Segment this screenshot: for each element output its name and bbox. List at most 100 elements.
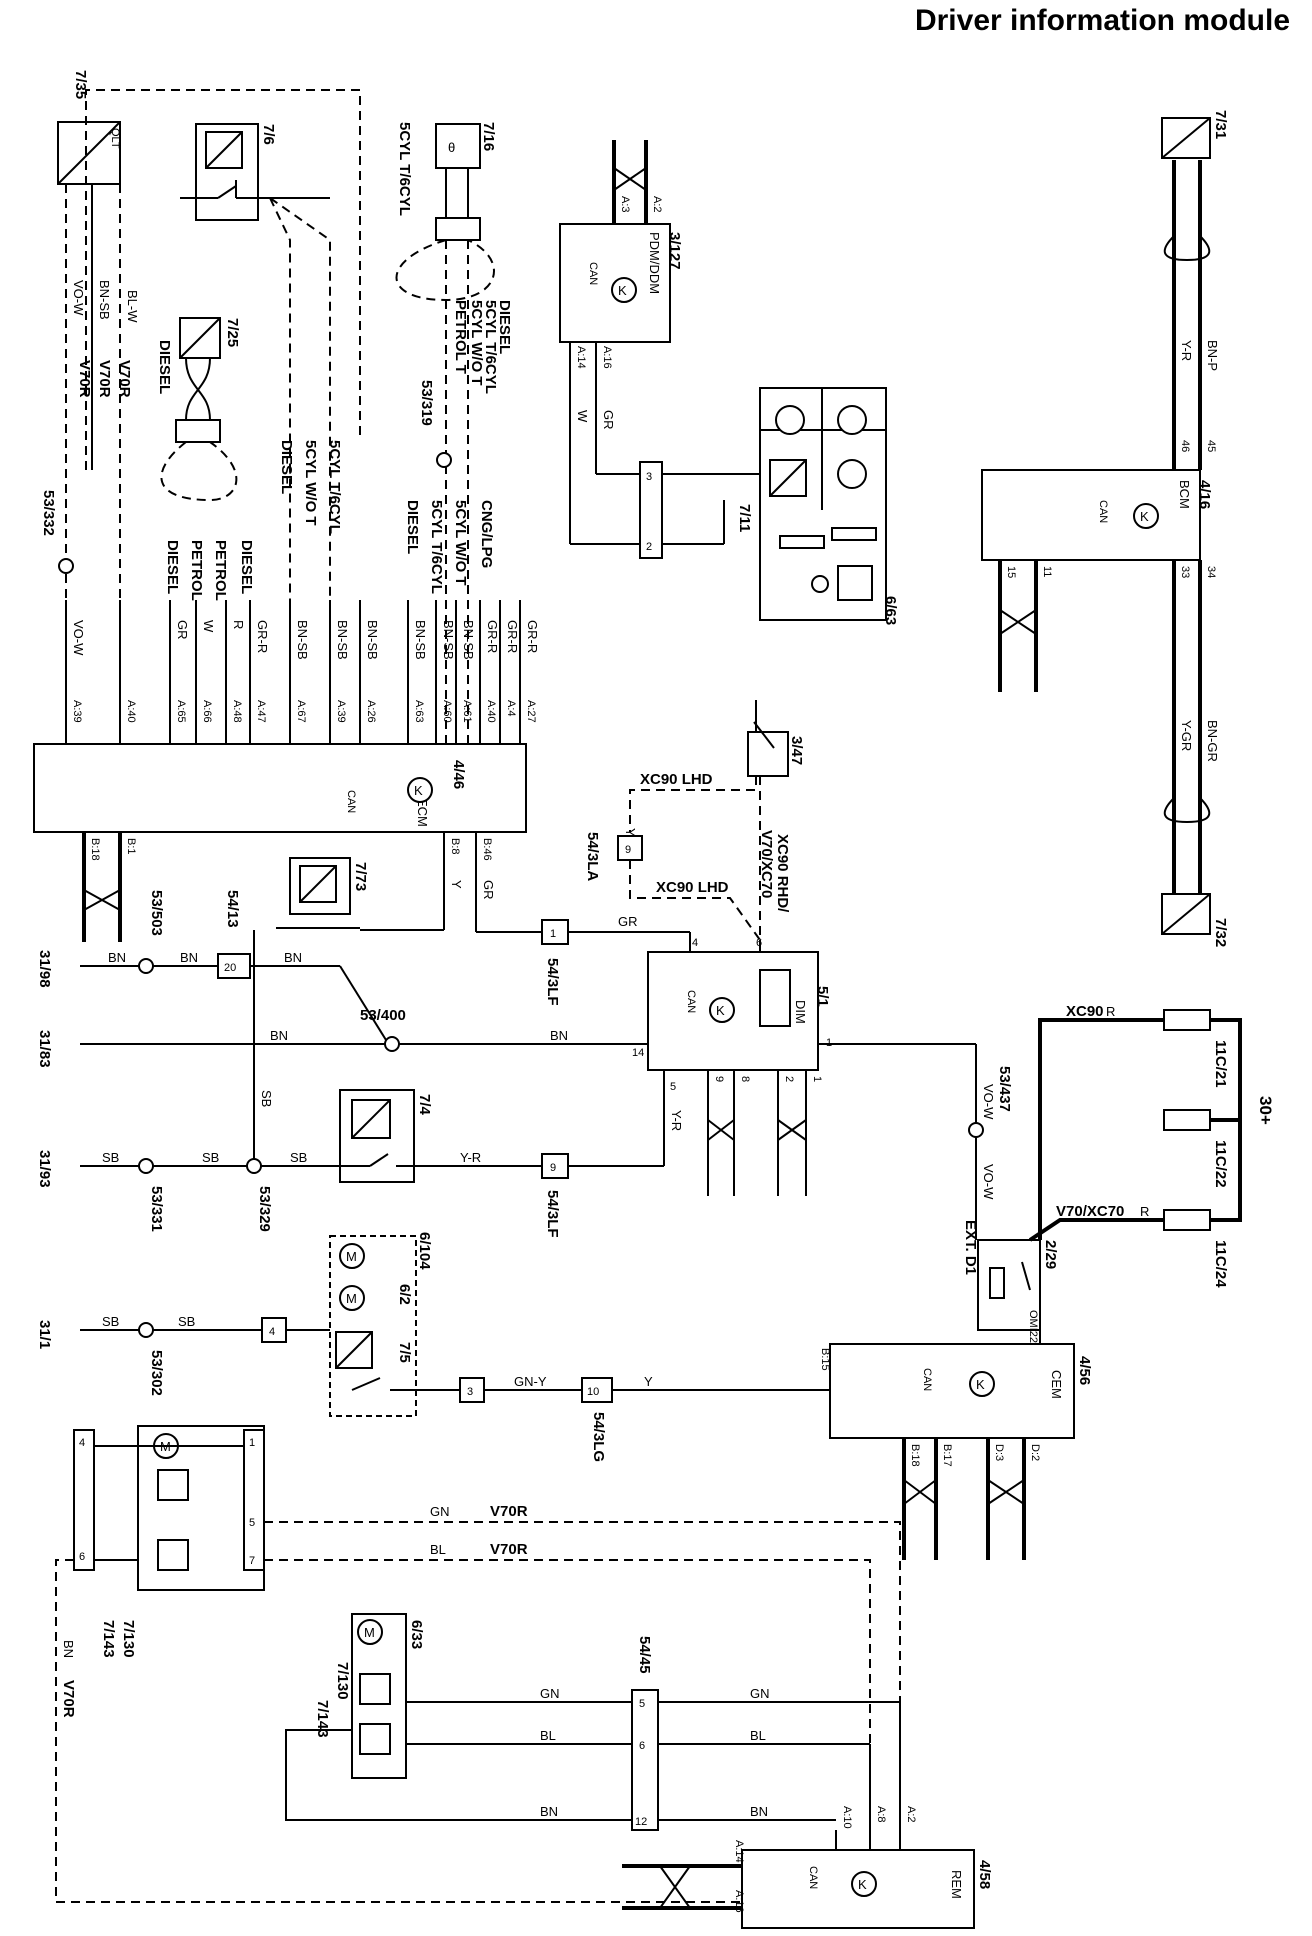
comp-7-11: 7/11 [736,504,753,532]
comp-7-5: 7/5 [396,1342,413,1363]
wire-gr-ecm: GR [481,880,496,900]
ecm-wire-color-14: GR-R [525,620,540,653]
comp-7-32: 7/32 [1212,918,1229,947]
ecm-pin-label-9: A:63 [413,700,425,723]
ecm-wire-color-13: GR-R [505,620,520,653]
wire-bn-3198a: BN [108,950,126,965]
ecm-pin-b8: B:8 [449,838,461,855]
c7130a-pin-7: 7 [249,1555,255,1567]
comp-7-35: 7/35 [72,70,89,99]
splice-53-302-label: 53/302 [148,1350,165,1396]
ecm-pin-b1: B:1 [125,838,137,855]
wire-blw-735: BL-W [125,290,140,323]
ecm-wire-color-12: GR-R [485,620,500,653]
fuse-11c24 [1163,1209,1211,1231]
ecm-pin-label-6: A:67 [295,700,307,723]
rem-pin-a2: A:2 [905,1806,917,1823]
wire-yr-74: Y-R [460,1150,481,1165]
wire-bn-3198b: BN [180,950,198,965]
conn-54-3lf-a-box [541,919,569,945]
ecm-wire-color-10: BN-SB [441,620,456,660]
fuse-11c24-label: 11C/24 [1212,1240,1229,1288]
variant-diesel-b: DIESEL [404,500,421,554]
wire-bnp-bcm: BN-P [1205,340,1220,371]
comp-6-33: 6/33 [408,1620,425,1649]
ground-31-93: 31/93 [36,1150,53,1188]
ecm-name: ECM [415,798,430,827]
variant-v70-xc70: V70/XC70 [758,830,775,898]
cem-can-label: CAN [921,1368,933,1391]
comp-7-6: 7/6 [260,124,277,145]
variant-cyl-a: 5CYL T/6CYL [396,122,413,216]
conn-311-pin: 4 [269,1326,275,1338]
wire-sb-311b: SB [178,1314,195,1329]
comp-7-31: 7/31 [1212,110,1229,139]
pdm-can-label: CAN [587,262,599,285]
wire-vow-a: VO-W [981,1084,996,1120]
motor-6-2-letter: M [346,1291,357,1306]
variant-v70r-a: V70R [76,360,93,398]
cem-ref: 4/56 [1076,1356,1093,1385]
ecm-wire-color-8: BN-SB [365,620,380,660]
comp-7-16-sensor [435,123,481,169]
cem-pin-d2: D:2 [1029,1444,1041,1461]
ecm-wire-color-3: W [201,620,216,633]
rem-pin-a14: A:14 [733,1840,745,1863]
page-title: Driver information module [914,4,1290,37]
wire-bnsb-735: BN-SB [97,280,112,320]
bcm-k-icon [1133,503,1159,529]
bcm-pin-11: 11 [1041,566,1053,577]
relay-om22: OMI22 [1027,1310,1039,1343]
supply-30: 30+ [1256,1096,1275,1125]
ground-31-83: 31/83 [36,1030,53,1068]
ecm-pin-label-7: A:39 [335,700,347,723]
rem-pin-a8: A:8 [875,1806,887,1823]
c7130a-pin-1: 1 [249,1437,255,1449]
variant-v70r-f: V70R [60,1680,77,1718]
c7130a-pin-4: 4 [79,1437,85,1449]
rem-pin-a10: A:10 [841,1806,853,1829]
bcm-pin-45: 45 [1205,440,1217,452]
ecm-pin-label-14: A:27 [525,700,537,723]
dim-k-icon [709,997,735,1023]
variant-xc90-lhd-b: XC90 LHD [656,879,729,896]
wire-gn-upper: GN [430,1504,450,1519]
fuse-11c22-label: 11C/22 [1212,1140,1229,1188]
dim-name: DIM [793,1000,808,1024]
variant-cyl-b: 5CYL T/6CYL [482,300,499,394]
c75-pin: 3 [467,1386,473,1398]
variant-cng: CNG/LPG [478,500,495,568]
splice-53-331-label: 53/331 [148,1186,165,1232]
wire-bl-upper: BL [430,1542,446,1557]
ecm-wire-color-2: GR [175,620,190,640]
variant-xc90-lhd-a: XC90 LHD [640,771,713,788]
c7130a-pin-6: 6 [79,1551,85,1563]
comp-6-2: 6/2 [396,1284,413,1305]
dim-ref: 5/1 [814,986,831,1007]
variant-diesel-f: DIESEL [278,440,295,494]
pdm-k-letter: K [618,283,627,298]
fuse-11c22 [1163,1109,1211,1131]
variant-v70r-c: V70R [116,360,133,398]
wire-vow-b: VO-W [981,1164,996,1200]
ecm-ref: 4/46 [450,760,467,789]
k543lfa-pin: 1 [550,928,556,940]
wire-vow-735: VO-W [71,280,86,316]
wire-bn-3198c: BN [284,950,302,965]
splice-53-400 [384,1036,400,1052]
dim-pin-14: 14 [632,1047,644,1059]
conn-54-3lg: 54/3LG [590,1412,607,1462]
mf-motor-icon [837,459,867,489]
conn-54-13: 54/13 [224,890,241,928]
dim-pin-8: 8 [739,1076,751,1082]
ecm-pin-b46: B:46 [481,838,493,861]
comp-7-25: 7/25 [224,318,241,347]
bcm-pin-34: 34 [1205,566,1217,578]
ext-d1: EXT. D1 [962,1220,979,1275]
c7130a-pin-5: 5 [249,1517,255,1529]
wire-bn-v70r: BN [61,1640,76,1658]
motor-6-2-icon [339,1285,365,1311]
ecm-wire-color-4: R [231,620,246,629]
comp-7-143a: 7/143 [100,1620,117,1658]
splice-53-329-label: 53/329 [256,1186,273,1232]
